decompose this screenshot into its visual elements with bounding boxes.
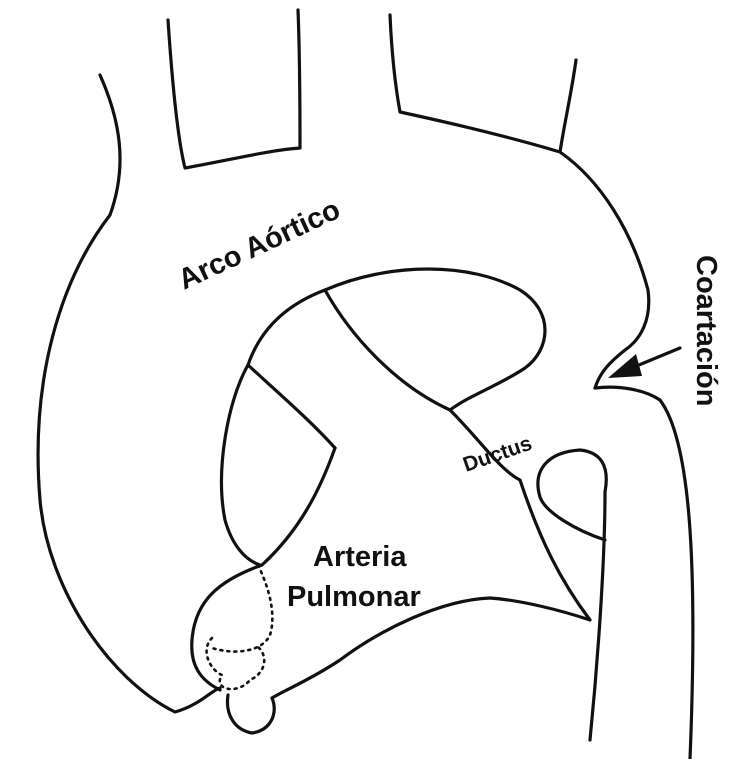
label-pulmonary-artery-line1: Arteria (313, 541, 407, 573)
arch-partition-left (222, 365, 335, 565)
arch-partition-upper (325, 290, 450, 410)
descending-aorta (590, 387, 693, 759)
inner-arch-curve (248, 269, 545, 410)
coarctation-arrow (608, 348, 680, 378)
label-coarctation: Coartación (690, 255, 722, 406)
label-ductus: Ductus (460, 432, 535, 477)
valve-dotted-outline (207, 565, 273, 689)
label-pulmonary-artery-line2: Pulmonar (287, 581, 421, 613)
outflow-lobe (227, 695, 274, 733)
label-aortic-arch: Arco Aórtico (173, 194, 345, 297)
ductus-arteriosus (538, 450, 606, 540)
